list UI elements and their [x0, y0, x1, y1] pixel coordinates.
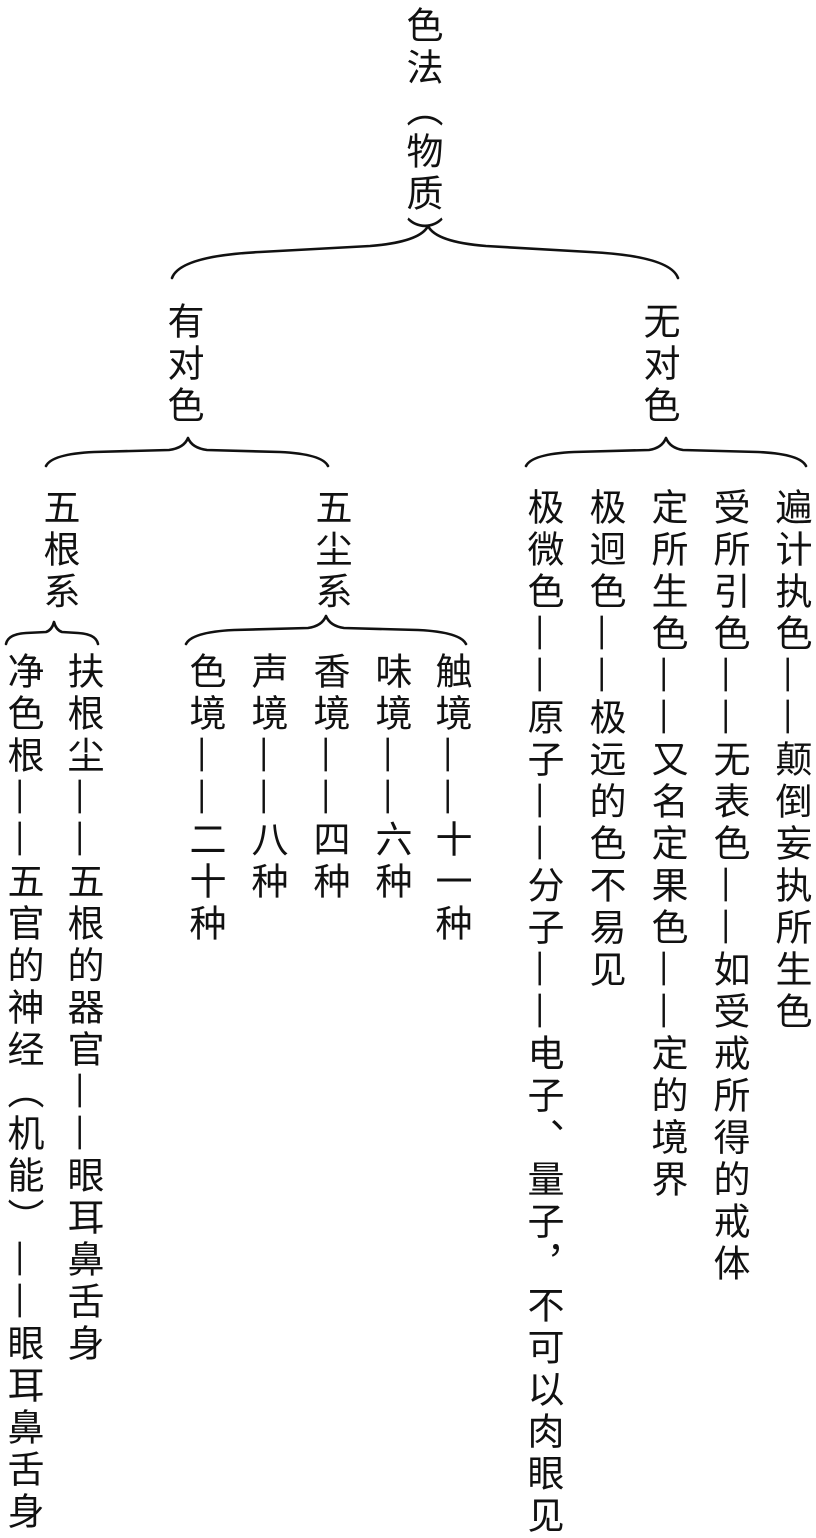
root-brace — [170, 224, 680, 280]
wudui-item-jijiongse: 极迥色——极远的色不易见 — [583, 488, 626, 992]
root-node-label: 色法（物质） — [400, 6, 443, 258]
wudui-item-dingsuoshengse: 定所生色——又名定果色——定的境界 — [645, 488, 688, 1202]
wudui-item-shousuoyinse: 受所引色——无表色——如受戒所得的戒体 — [707, 488, 750, 1286]
left-branch-label: 有对色 — [161, 302, 204, 428]
wugen-node-label: 五根系 — [37, 488, 80, 614]
right-branch-brace — [524, 436, 808, 468]
wuchen-item-shengjing: 声境——八种 — [245, 652, 288, 904]
right-branch-label: 无对色 — [637, 302, 680, 428]
wugen-item-fugenchen: 扶根尘——五根的器官——眼耳鼻舌身 — [61, 652, 104, 1366]
wuchen-item-xiangjing: 香境——四种 — [307, 652, 350, 904]
wudui-item-jiweise: 极微色——原子——分子——电子、量子，不可以肉眼见 — [521, 488, 564, 1538]
wuchen-node-label: 五尘系 — [309, 488, 352, 614]
wudui-item-bianjizhise: 遍计执色——颠倒妄执所生色 — [769, 488, 812, 1034]
wuchen-item-weijing: 味境——六种 — [369, 652, 412, 904]
wugen-brace — [4, 620, 100, 646]
left-branch-brace — [44, 436, 330, 468]
wuchen-item-sejing: 色境——二十种 — [183, 652, 226, 946]
wuchen-brace — [184, 614, 468, 646]
wugen-item-jingsegen: 净色根——五官的神经（机能）——眼耳鼻舌身 — [1, 652, 44, 1534]
wuchen-item-chujing: 触境——十一种 — [429, 652, 472, 946]
